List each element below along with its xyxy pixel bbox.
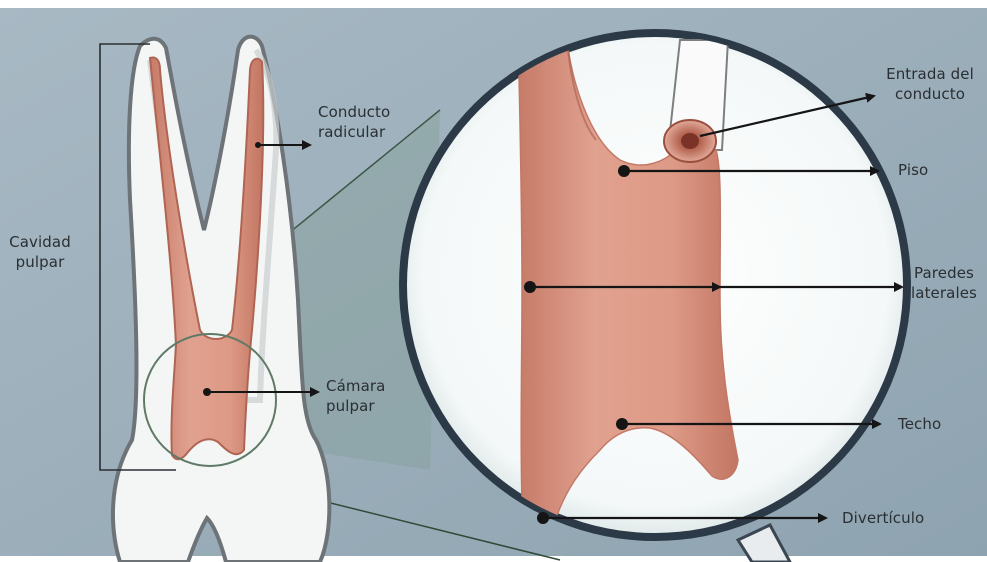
label-conducto-radicular-line2: radicular [318, 122, 390, 142]
label-paredes-laterales-line1: Paredes [905, 263, 983, 283]
label-cavidad-pulpar-line2: pulpar [8, 252, 72, 272]
label-entrada-conducto-line1: Entrada del [880, 64, 980, 84]
label-entrada-conducto: Entrada del conducto [880, 64, 980, 104]
label-conducto-radicular-line1: Conducto [318, 102, 390, 122]
white-frame-top [0, 0, 987, 8]
label-cavidad-pulpar-line1: Cavidad [8, 232, 72, 252]
label-entrada-conducto-line2: conducto [880, 84, 980, 104]
label-camara-pulpar-line1: Cámara [326, 376, 385, 396]
label-camara-pulpar-line2: pulpar [326, 396, 385, 416]
label-paredes-laterales: Paredes laterales [905, 263, 983, 303]
label-camara-pulpar: Cámara pulpar [326, 376, 385, 416]
label-diverticulo: Divertículo [842, 508, 924, 528]
label-piso: Piso [898, 160, 928, 180]
label-cavidad-pulpar: Cavidad pulpar [8, 232, 72, 272]
label-paredes-laterales-line2: laterales [905, 283, 983, 303]
canal-orifice-center [681, 133, 699, 149]
label-conducto-radicular: Conducto radicular [318, 102, 390, 142]
label-techo: Techo [898, 414, 941, 434]
